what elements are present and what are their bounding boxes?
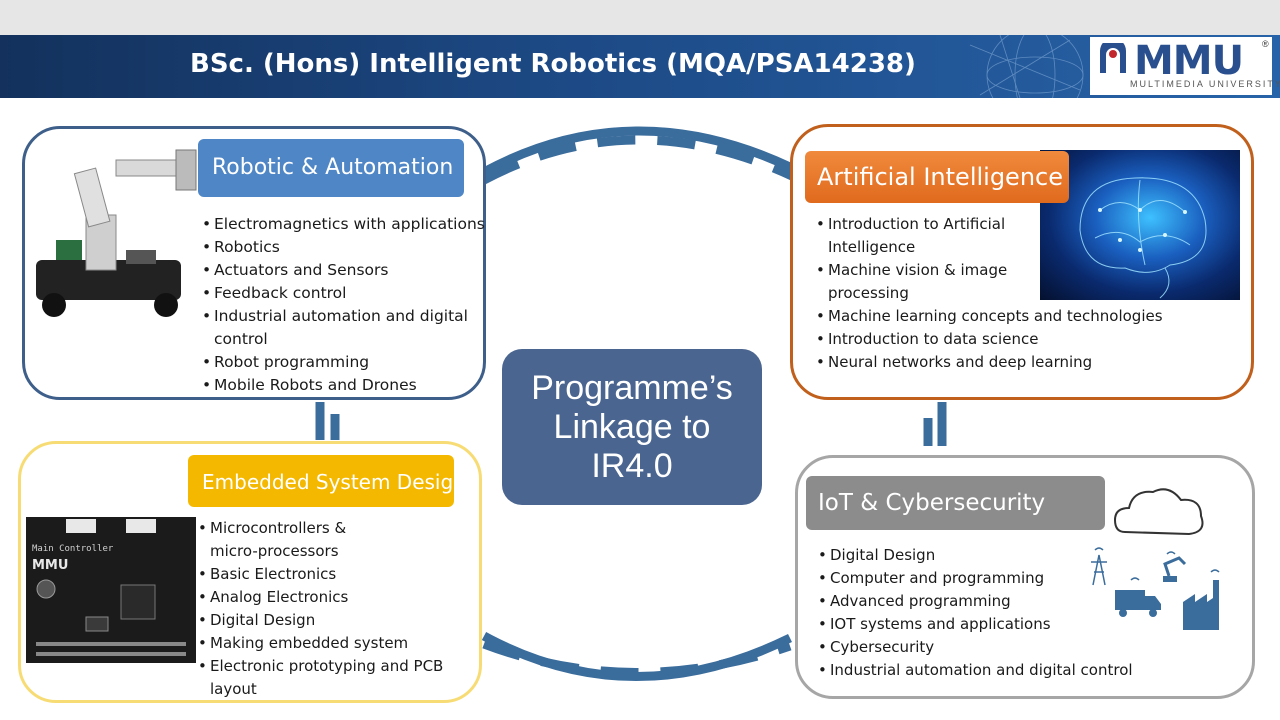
factory-icon	[1183, 580, 1219, 630]
mmu-logo: MMU MULTIMEDIA UNIVERSITY ®	[1090, 37, 1280, 95]
page-title: BSc. (Hons) Intelligent Robotics (MQA/PS…	[190, 49, 916, 79]
cloud-icon	[1113, 488, 1204, 536]
category-iot-cybersecurity: IoT & Cybersecurity	[806, 476, 1105, 530]
list-item: Machine vision & image processing	[816, 259, 1033, 305]
list-item: Electronic prototyping and PCB layout	[198, 655, 482, 701]
list-item: Feedback control	[202, 282, 486, 305]
top-strip	[0, 0, 1280, 35]
list-item: Neural networks and deep learning	[816, 351, 1178, 374]
network-globe-decoration	[969, 35, 1084, 98]
list-item: Industrial automation and digital contro…	[202, 305, 486, 351]
list-item: Basic Electronics	[198, 563, 482, 586]
logo-subtitle: MULTIMEDIA UNIVERSITY	[1130, 79, 1280, 89]
list-item: Introduction to data science	[816, 328, 1178, 351]
programme-linkage-text: Programme’s Linkage to IR4.0	[531, 368, 733, 485]
list-item: Mobile Robots and Drones	[202, 374, 486, 397]
mmu-logo-mark-icon	[1100, 43, 1126, 73]
list-item: Actuators and Sensors	[202, 259, 486, 282]
ai-course-list: Introduction to Artificial Intelligence …	[816, 213, 1178, 374]
list-item: Cybersecurity	[818, 636, 1158, 659]
iot-course-list: Digital Design Computer and programming …	[818, 544, 1158, 682]
list-item: Electromagnetics with applications	[202, 213, 486, 236]
list-item: Digital Design	[818, 544, 1158, 567]
list-item: IOT systems and applications	[818, 613, 1158, 636]
list-item: Industrial automation and digital contro…	[818, 659, 1158, 682]
robot-arm-image	[26, 140, 201, 325]
programme-linkage-box: Programme’s Linkage to IR4.0	[502, 349, 762, 505]
list-item: Digital Design	[198, 609, 482, 632]
list-item: Advanced programming	[818, 590, 1158, 613]
category-embedded-system-design: Embedded System Design	[188, 455, 466, 507]
list-item: Microcontrollers & micro-processors	[198, 517, 380, 563]
logo-wordmark: MMU	[1134, 38, 1244, 84]
robotic-course-list: Electromagnetics with applications Robot…	[202, 213, 486, 397]
list-item: Computer and programming	[818, 567, 1158, 590]
controller-board-image: Main Controller MMU	[26, 517, 196, 663]
robot-arm-icon	[1163, 556, 1187, 582]
logo-registered-mark: ®	[1262, 39, 1269, 49]
list-item: Machine learning concepts and technologi…	[816, 305, 1178, 328]
board-logo-text: MMU	[32, 558, 68, 573]
list-item: Robot programming	[202, 351, 486, 374]
list-item: Robotics	[202, 236, 486, 259]
category-artificial-intelligence: Artificial Intelligence	[805, 151, 1069, 203]
header-bar: BSc. (Hons) Intelligent Robotics (MQA/PS…	[0, 35, 1280, 98]
embedded-course-list: Microcontrollers & micro-processors Basi…	[198, 517, 482, 701]
board-label: Main Controller	[32, 544, 114, 554]
list-item: Analog Electronics	[198, 586, 482, 609]
category-robotic-automation: Robotic & Automation	[198, 139, 464, 197]
list-item: Making embedded system	[198, 632, 482, 655]
list-item: Introduction to Artificial Intelligence	[816, 213, 1033, 259]
ai-brain-image	[1040, 150, 1240, 300]
